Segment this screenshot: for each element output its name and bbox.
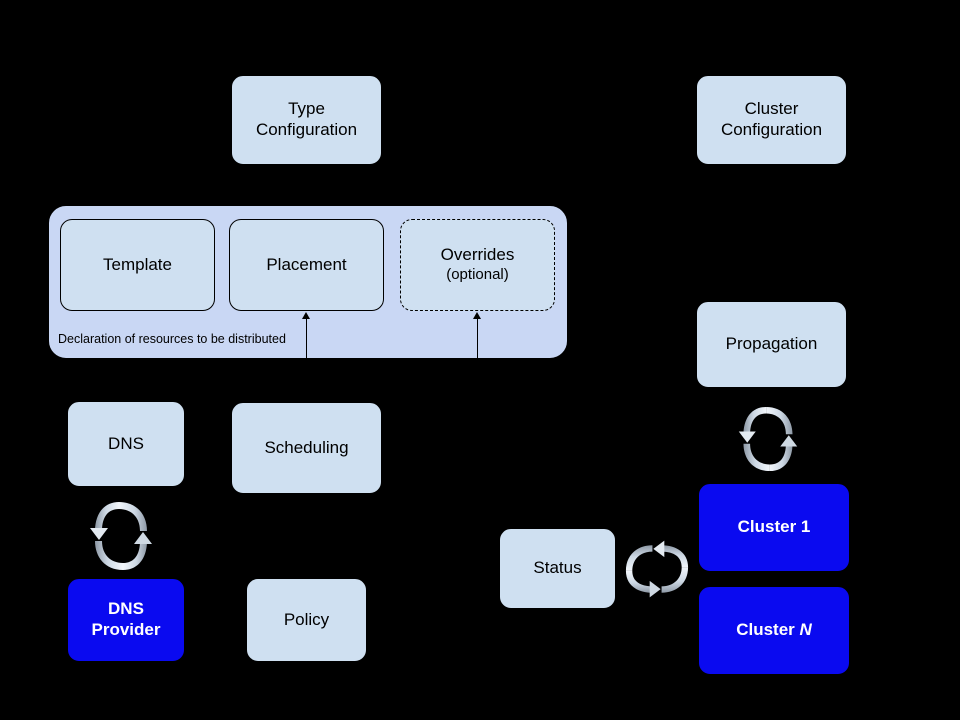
sync-arrows-icon-status — [625, 531, 689, 607]
connector-policy-to-overrides — [477, 318, 478, 359]
node-scheduling[interactable]: Scheduling — [231, 402, 382, 494]
node-template[interactable]: Template — [60, 219, 215, 311]
node-dns-provider-label: DNS Provider — [91, 599, 161, 639]
sync-arrows-icon-propagation — [735, 398, 801, 480]
arrowhead-policy-to-overrides — [473, 312, 481, 319]
group-caption: Declaration of resources to be distribut… — [58, 332, 286, 346]
node-policy-label: Policy — [283, 609, 330, 629]
node-propagation[interactable]: Propagation — [696, 301, 847, 388]
node-status-label: Status — [533, 558, 582, 578]
node-overrides-sublabel: (optional) — [446, 266, 509, 284]
node-placement[interactable]: Placement — [229, 219, 384, 311]
node-type-configuration[interactable]: Type Configuration — [231, 75, 382, 165]
node-cluster-1[interactable]: Cluster 1 — [698, 483, 850, 572]
sync-arrows-icon-dns — [86, 497, 156, 575]
connector-scheduling-to-placement — [306, 318, 307, 359]
node-placement-label: Placement — [266, 254, 347, 274]
node-dns-provider[interactable]: DNS Provider — [67, 578, 185, 662]
node-cluster-configuration[interactable]: Cluster Configuration — [696, 75, 847, 165]
node-dns[interactable]: DNS — [67, 401, 185, 487]
node-propagation-label: Propagation — [725, 334, 818, 354]
arrowhead-scheduling-to-placement — [302, 312, 310, 319]
node-type-configuration-label: Type Configuration — [255, 99, 358, 139]
node-cluster-1-label: Cluster 1 — [737, 517, 811, 537]
node-policy[interactable]: Policy — [246, 578, 367, 662]
node-status[interactable]: Status — [499, 528, 616, 609]
node-cluster-n[interactable]: Cluster N — [698, 586, 850, 675]
node-overrides-label: Overrides — [440, 245, 515, 265]
node-template-label: Template — [103, 254, 172, 274]
node-cluster-configuration-label: Cluster Configuration — [720, 99, 823, 139]
node-overrides[interactable]: Overrides (optional) — [400, 219, 555, 311]
node-scheduling-label: Scheduling — [264, 437, 349, 457]
node-dns-label: DNS — [108, 433, 144, 453]
node-cluster-n-label: Cluster N — [736, 620, 812, 640]
